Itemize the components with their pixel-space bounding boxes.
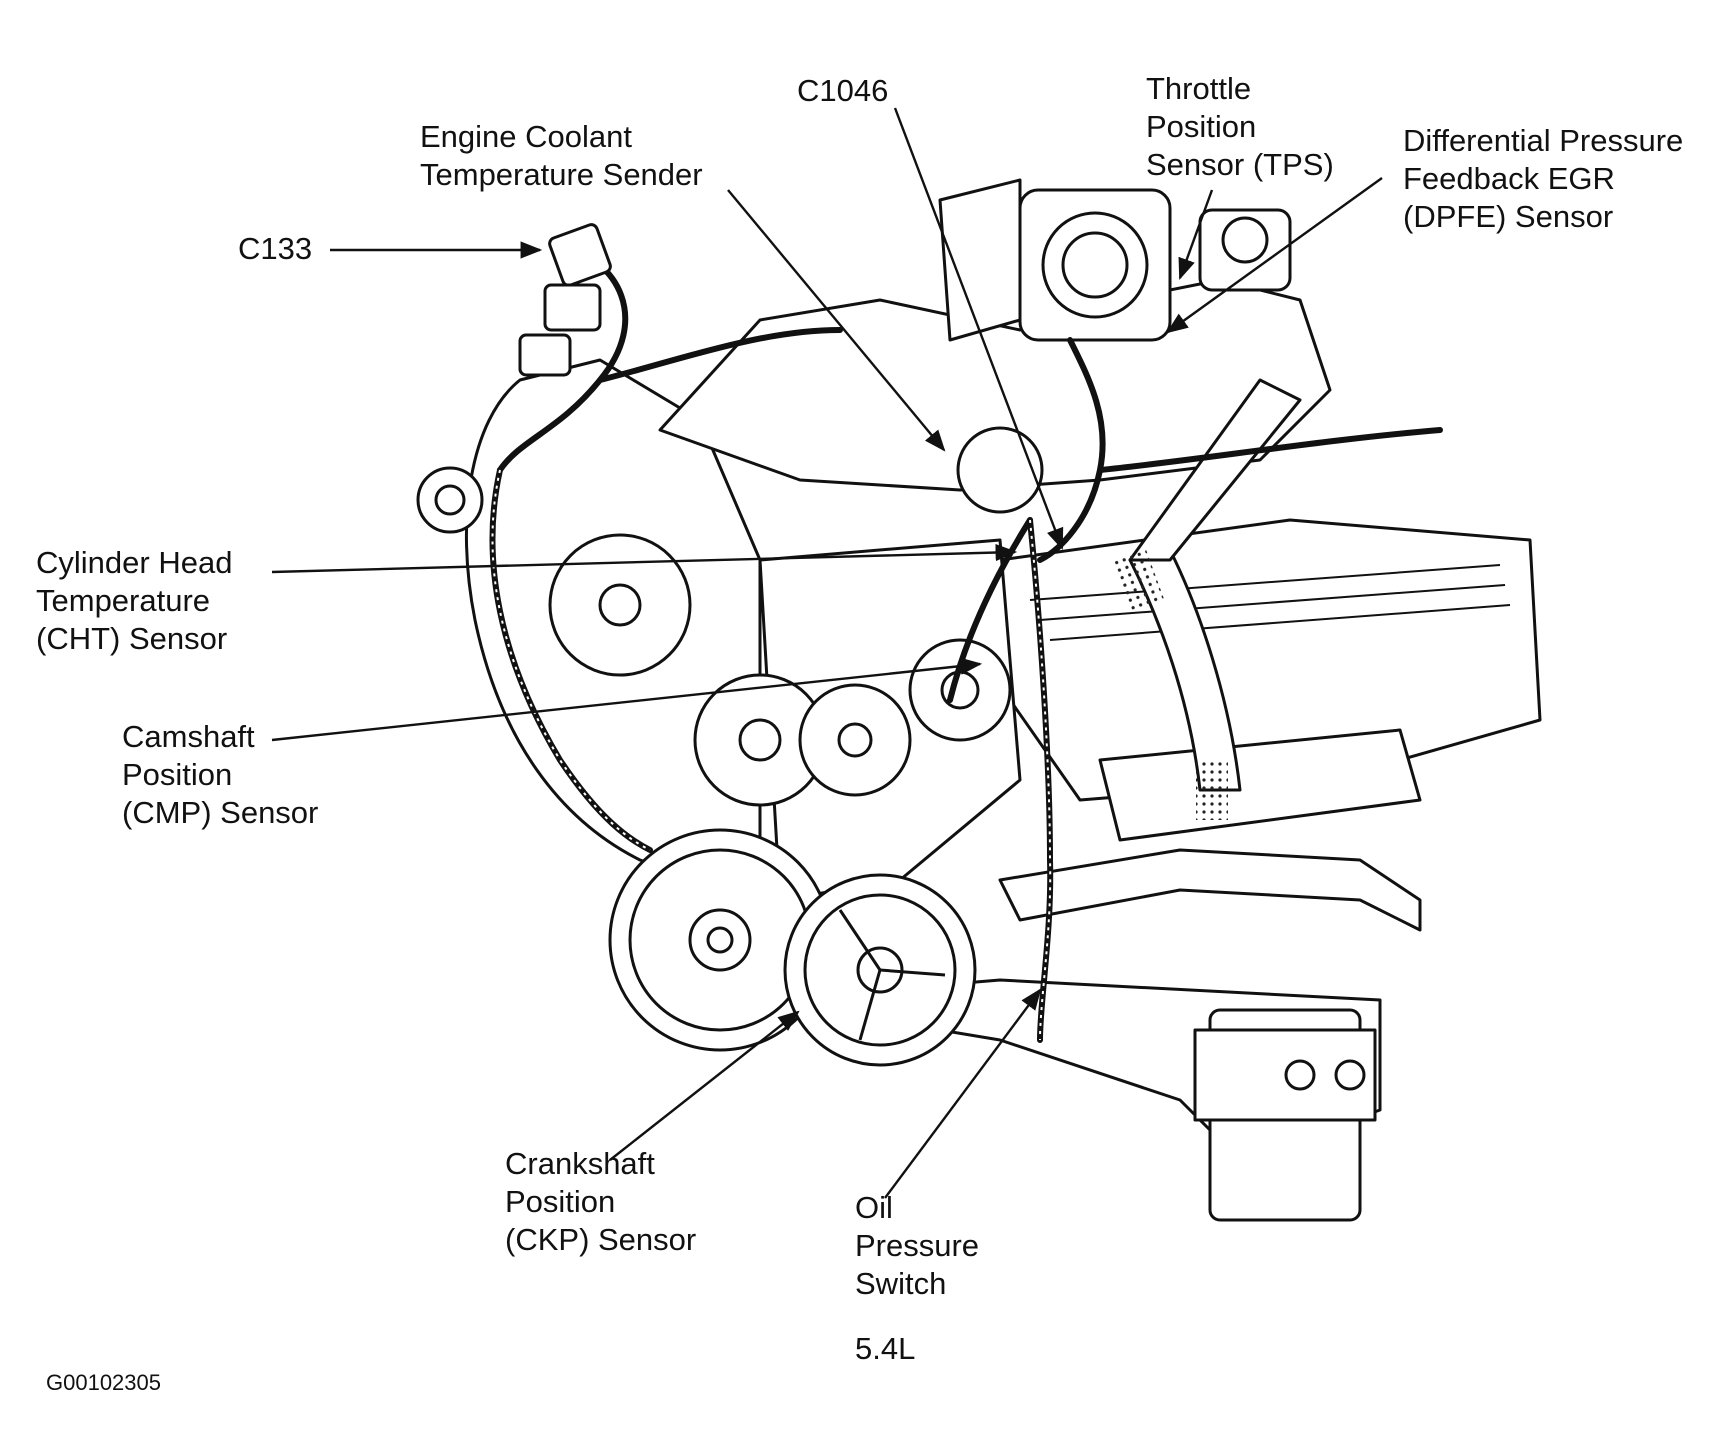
leader-throttle: [1178, 189, 1214, 281]
leader-oil: [884, 988, 1042, 1199]
leader-ckp: [609, 1010, 800, 1161]
label-c1046: C1046: [797, 73, 889, 108]
label-oil-pressure-switch: Oil Pressure Switch: [855, 1190, 980, 1301]
tensioner: [908, 638, 1012, 742]
engine-size-label: 5.4L: [855, 1331, 916, 1366]
label-dpfe-sensor: Differential Pressure Feedback EGR (DPFE…: [1403, 123, 1684, 234]
figure-id: G00102305: [46, 1370, 161, 1395]
crankshaft-pulley: [608, 828, 832, 1052]
c133-connectors: [518, 223, 612, 377]
label-ckp-sensor: Crankshaft Position (CKP) Sensor: [505, 1146, 697, 1257]
leader-cmp: [271, 657, 983, 742]
leader-dpfe: [1166, 177, 1383, 334]
leader-coolant: [727, 189, 946, 452]
label-coolant-temperature-sender: Engine Coolant Temperature Sender: [420, 119, 703, 192]
power-steering-pulley: [783, 873, 977, 1067]
alternator-pulley: [548, 533, 692, 677]
label-c133: C133: [238, 231, 313, 266]
idler-pulley-right: [798, 683, 912, 797]
leader-c1046: [893, 107, 1064, 551]
leader-cht: [271, 543, 1018, 574]
pulleys: [416, 426, 1044, 1067]
label-cmp-sensor: Camshaft Position (CMP) Sensor: [122, 719, 319, 830]
label-cht-sensor: Cylinder Head Temperature (CHT) Sensor: [36, 545, 233, 656]
label-throttle-position-sensor: Throttle Position Sensor (TPS): [1146, 71, 1334, 182]
leader-lines: [271, 107, 1383, 1199]
